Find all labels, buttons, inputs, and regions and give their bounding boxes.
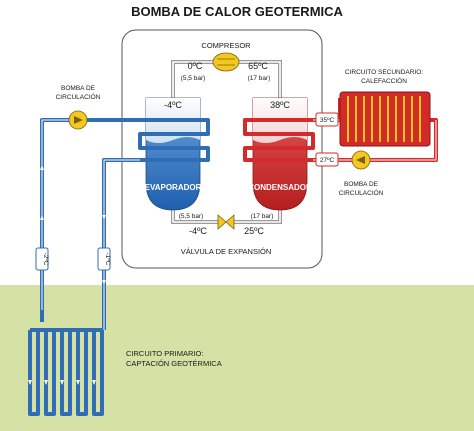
valve-label: VÁLVULA DE EXPANSIÓN <box>181 247 272 256</box>
compressor-temp-in: 0ºC <box>188 61 203 71</box>
primary-pump-label-2: CIRCULACIÓN <box>56 92 101 101</box>
secondary-temp-return: 27ºC <box>320 157 335 164</box>
primary-pump <box>68 110 88 130</box>
expansion-valve <box>217 214 235 230</box>
evaporator: EVAPORADOR <box>145 97 202 211</box>
secondary-pump-label-1: BOMBA DE <box>344 181 379 188</box>
compressor-label: COMPRESOR <box>201 41 251 50</box>
compressor-pressure-out: (17 bar) <box>248 75 271 82</box>
primary-flow-arrows <box>28 165 106 385</box>
evaporator-pressure: (5,5 bar) <box>179 213 204 220</box>
diagram-title: BOMBA DE CALOR GEOTERMICA <box>131 4 343 19</box>
primary-temp-left: -2ºC <box>42 253 49 266</box>
evaporator-temp-bottom: -4ºC <box>189 226 207 236</box>
secondary-pump <box>351 150 371 170</box>
compressor-pressure-in: (5,5 bar) <box>181 75 206 82</box>
secondary-label-1: CIRCUITO SECUNDARIO: <box>345 69 423 76</box>
evaporator-label: EVAPORADOR <box>145 183 202 192</box>
compressor-body <box>212 52 240 72</box>
primary-label-2: CAPTACIÓN GEOTÉRMICA <box>126 359 222 368</box>
secondary-supply-tag: 35ºC <box>315 112 339 127</box>
primary-label-1: CIRCUITO PRIMARIO: <box>126 349 203 358</box>
secondary-pump-label-2: CIRCULACIÓN <box>339 188 384 197</box>
primary-temp-right: -1ºC <box>104 253 111 266</box>
condenser-label: CONDENSADOR <box>248 183 312 192</box>
secondary-return-tag: 27ºC <box>315 152 339 167</box>
compressor <box>212 52 240 72</box>
condenser-temp-bottom: 25ºC <box>244 226 264 236</box>
primary-temp-tag-right: -1ºC <box>97 247 111 271</box>
secondary-temp-supply: 35ºC <box>320 117 335 124</box>
condenser: CONDENSADOR <box>248 97 312 211</box>
condenser-pressure: (17 bar) <box>251 213 274 220</box>
evaporator-temp-top: -4ºC <box>164 100 182 110</box>
primary-temp-tag-left: -2ºC <box>35 247 49 271</box>
compressor-temp-out: 65ºC <box>248 61 268 71</box>
condenser-temp-top: 38ºC <box>270 100 290 110</box>
secondary-label-2: CALEFACCIÓN <box>361 76 407 85</box>
radiator <box>339 91 431 147</box>
primary-pump-label-1: BOMBA DE <box>61 85 96 92</box>
